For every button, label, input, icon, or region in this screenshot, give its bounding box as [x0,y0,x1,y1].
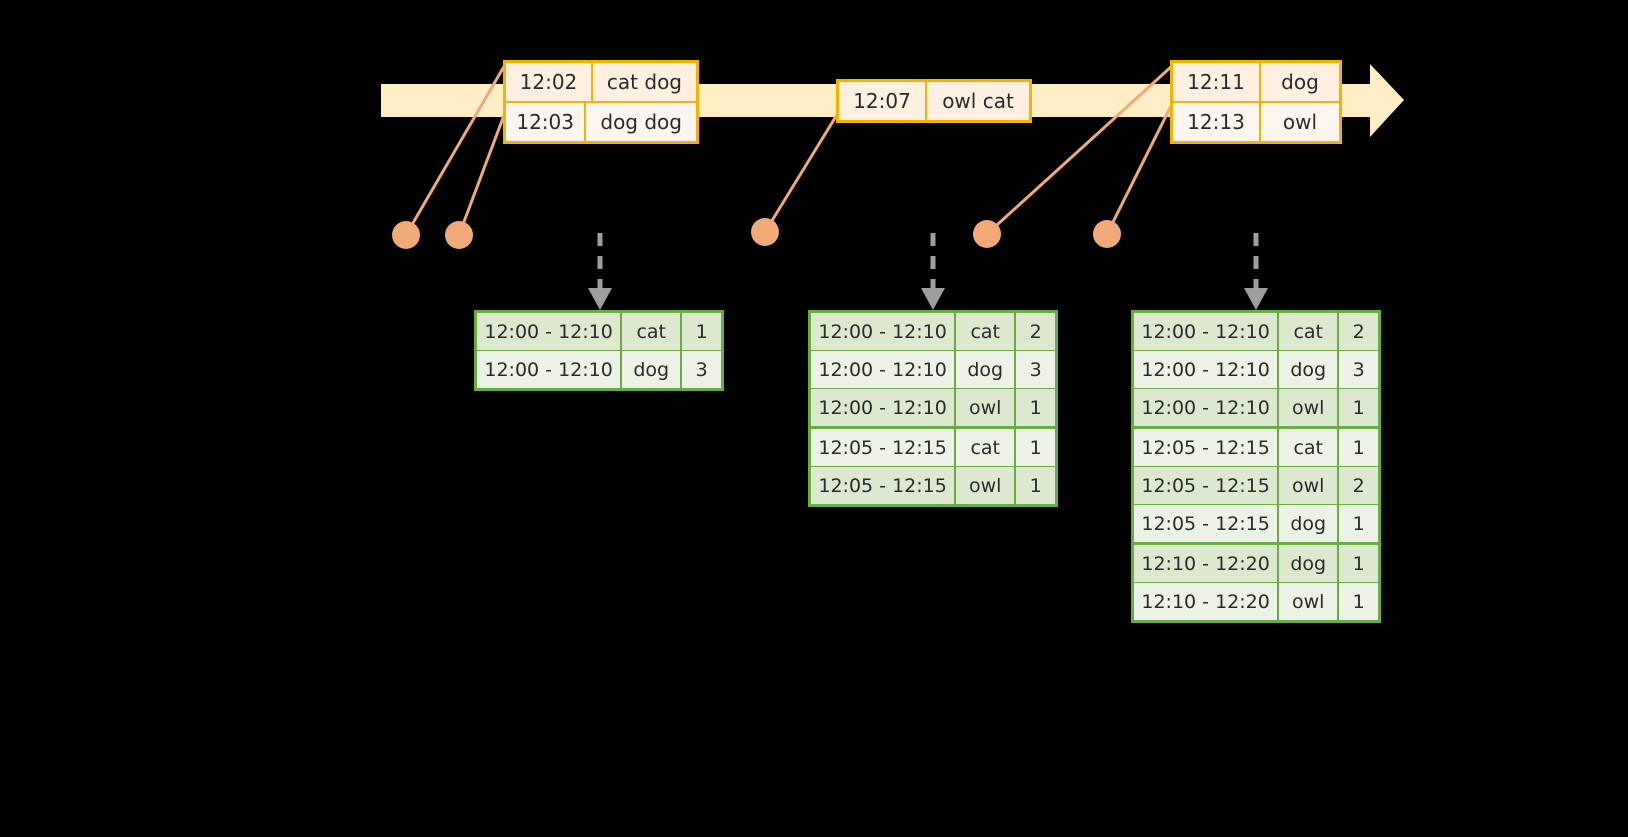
result-table-3[interactable]: 12:00 - 12:10 cat 2 12:00 - 12:10 dog 3 … [1131,310,1381,623]
dashed-arrow-1 [588,233,612,310]
table-row[interactable]: 12:10 - 12:20 dog 1 [1134,545,1378,583]
count-cell: 1 [1352,552,1365,575]
event-time: 12:13 [1173,103,1261,141]
table-row[interactable]: 12:05 - 12:15 cat 1 [811,429,1055,467]
key-cell: owl [1279,389,1340,426]
connector-line-5 [1105,103,1174,235]
event-words: owl cat [927,82,1029,120]
result-table-1[interactable]: 12:00 - 12:10 cat 1 12:00 - 12:10 dog 3 [474,310,724,391]
result-table-2[interactable]: 12:00 - 12:10 cat 2 12:00 - 12:10 dog 3 … [808,310,1058,507]
table-row[interactable]: 12:00 - 12:10 cat 2 [811,313,1055,351]
count-cell: 1 [1352,512,1365,535]
event-box-1[interactable]: 12:02 cat dog 12:03 dog dog [503,60,699,144]
count-cell: 2 [1352,474,1365,497]
dashed-arrow-2 [921,233,945,310]
event-dot-5 [1093,220,1121,248]
window-cell: 12:00 - 12:10 [1134,351,1280,388]
table-row[interactable]: 12:10 - 12:20 owl 1 [1134,583,1378,620]
count-cell: 3 [1029,358,1042,381]
table-row[interactable]: 12:00 - 12:10 cat 1 [477,313,721,351]
key-cell: dog [1279,545,1340,582]
table-row[interactable]: 12:05 - 12:15 owl 1 [811,467,1055,504]
dashed-arrow-3 [1244,233,1268,310]
window-cell: 12:00 - 12:10 [477,351,623,388]
event-dot-2 [445,221,473,249]
window-cell: 12:05 - 12:15 [811,467,957,504]
window-cell: 12:00 - 12:10 [811,389,957,426]
key-cell: cat [1279,429,1340,466]
count-cell: 2 [1029,320,1042,343]
window-cell: 12:05 - 12:15 [1134,505,1280,542]
window-cell: 12:00 - 12:10 [811,313,957,350]
count-cell: 3 [695,358,708,381]
table-row[interactable]: 12:00 - 12:10 dog 3 [1134,351,1378,389]
event-dot-1 [392,221,420,249]
window-cell: 12:05 - 12:15 [811,429,957,466]
event-words: cat dog [592,63,696,101]
key-cell: dog [956,351,1017,388]
table-row[interactable]: 12:05 - 12:15 cat 1 [1134,429,1378,467]
window-cell: 12:00 - 12:10 [1134,389,1280,426]
key-cell: cat [622,313,683,350]
count-cell: 2 [1352,320,1365,343]
count-cell: 1 [1352,590,1365,613]
key-cell: dog [1279,351,1340,388]
table-row[interactable]: 12:05 - 12:15 dog 1 [1134,505,1378,545]
event-box-2[interactable]: 12:07 owl cat [836,79,1032,123]
key-cell: owl [956,467,1017,504]
key-cell: dog [1279,505,1340,542]
table-row[interactable]: 12:05 - 12:15 owl 2 [1134,467,1378,505]
event-time: 12:07 [839,82,927,120]
event-row[interactable]: 12:07 owl cat [839,82,1029,120]
table-row[interactable]: 12:00 - 12:10 dog 3 [477,351,721,388]
connector-line-3 [763,112,840,233]
connector-line-4 [985,64,1174,236]
table-row[interactable]: 12:00 - 12:10 dog 3 [811,351,1055,389]
window-cell: 12:00 - 12:10 [1134,313,1280,350]
event-words: owl [1261,103,1339,141]
key-cell: cat [1279,313,1340,350]
event-words: dog [1261,63,1339,101]
key-cell: cat [956,429,1017,466]
event-row[interactable]: 12:02 cat dog [506,63,696,101]
event-box-3[interactable]: 12:11 dog 12:13 owl [1170,60,1342,144]
key-cell: owl [1279,583,1340,620]
window-cell: 12:00 - 12:10 [477,313,623,350]
count-cell: 1 [695,320,708,343]
table-row[interactable]: 12:00 - 12:10 owl 1 [811,389,1055,429]
connector-line-2 [457,109,508,236]
count-cell: 3 [1352,358,1365,381]
timeline-arrowhead [1370,64,1404,137]
key-cell: dog [622,351,683,388]
connector-line-1 [404,62,508,236]
count-cell: 1 [1029,474,1042,497]
event-row[interactable]: 12:11 dog [1173,63,1339,101]
count-cell: 1 [1352,396,1365,419]
event-words: dog dog [586,103,696,141]
event-row[interactable]: 12:13 owl [1173,101,1339,141]
event-dot-4 [973,220,1001,248]
window-cell: 12:10 - 12:20 [1134,583,1280,620]
count-cell: 1 [1352,436,1365,459]
key-cell: owl [956,389,1017,426]
event-dot-3 [751,218,779,246]
event-row[interactable]: 12:03 dog dog [506,101,696,141]
key-cell: owl [1279,467,1340,504]
key-cell: cat [956,313,1017,350]
event-time: 12:02 [506,63,593,101]
table-row[interactable]: 12:00 - 12:10 cat 2 [1134,313,1378,351]
window-cell: 12:05 - 12:15 [1134,429,1280,466]
window-cell: 12:00 - 12:10 [811,351,957,388]
count-cell: 1 [1029,436,1042,459]
window-cell: 12:10 - 12:20 [1134,545,1280,582]
event-time: 12:11 [1173,63,1261,101]
event-time: 12:03 [506,103,587,141]
table-row[interactable]: 12:00 - 12:10 owl 1 [1134,389,1378,429]
count-cell: 1 [1029,396,1042,419]
window-cell: 12:05 - 12:15 [1134,467,1280,504]
